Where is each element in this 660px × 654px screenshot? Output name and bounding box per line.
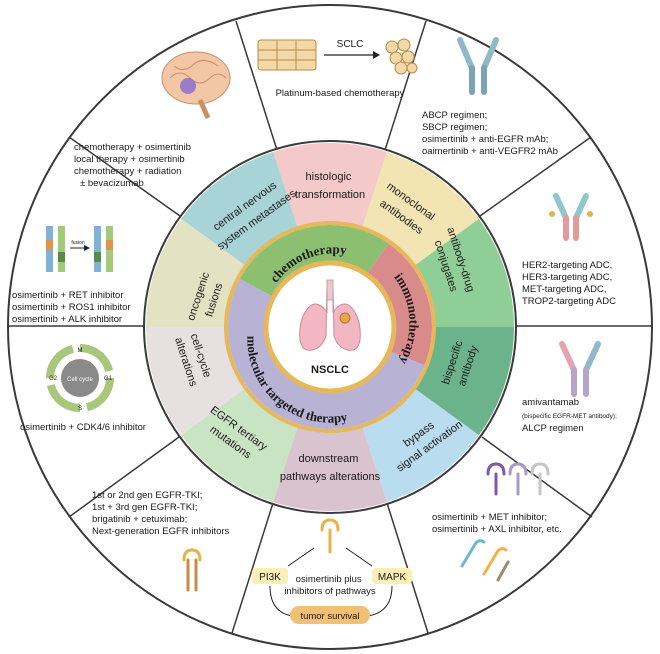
mechanism-ring-border: [143, 140, 517, 514]
section-cns: chemotherapy + osimertinib local therapy…: [74, 51, 231, 189]
arrow-to-pi3k: [287, 547, 315, 567]
cell-cycle-icon: Cell cycle M G1 S G2: [46, 344, 114, 412]
sclc-cells-icon: [385, 38, 418, 75]
downstream-middle: osimertinib plus inhibitors of pathways: [284, 574, 376, 597]
adc-text: HER2-targeting ADC, HER3-targeting ADC, …: [522, 260, 616, 307]
therapy-sector-molecular: [227, 279, 425, 430]
mech-sector-oncogenic: [146, 218, 246, 327]
mapk-box: [372, 568, 412, 584]
section-adc: HER2-targeting ADC, HER3-targeting ADC, …: [522, 193, 616, 307]
therapy-ring: [224, 221, 436, 433]
nsclc-cells-icon: [257, 39, 317, 71]
center-label: NSCLC: [311, 364, 349, 376]
tumor-survival-box: [290, 606, 370, 624]
mech-sector-cell-cycle: [146, 327, 246, 436]
center-gold-ring: [263, 260, 397, 394]
mech-sector-histologic: [273, 143, 387, 229]
cell-cycle-title: Cell cycle: [67, 377, 93, 383]
mech-sector-adc: [414, 218, 514, 327]
mech-sector-egfr-tertiary: [181, 388, 298, 502]
bispecific-main: amivantamab: [522, 397, 579, 408]
antibody-icon: [457, 37, 499, 95]
bispecific-last: ALCP regimen: [522, 423, 584, 434]
pi3k-box: [252, 568, 288, 584]
sclc-arrowhead: [373, 51, 380, 59]
bispecific-antibody-icon: [559, 341, 601, 397]
tumor-survival-label: tumor survival: [300, 611, 359, 622]
mechanism-ring: [146, 143, 514, 511]
chromosome-fusion-icon: fusion: [46, 226, 113, 272]
section-monoclonal: ABCP regimen; SBCP regimen; osimertinib …: [422, 37, 558, 157]
bispecific-sub: (bispecific EGFR-MET antibody);: [522, 413, 617, 420]
phase-g1: G1: [104, 376, 113, 382]
egfr-receptor-icon: [182, 548, 202, 592]
pi3k-label: PI3K: [259, 572, 281, 583]
adc-icon: [549, 193, 593, 241]
therapy-sector-chemotherapy: [239, 225, 389, 297]
center-disc: [272, 269, 388, 385]
receptor-icon: [320, 518, 340, 554]
section-sclc: SCLC Platinum-based chemotherapy: [257, 38, 418, 99]
therapy-sector-immunotherapy: [367, 243, 432, 366]
arrow-mapk-to-survival: [367, 585, 393, 617]
bypass-text: osimertinib + MET inhibitor; osimertinib…: [432, 512, 562, 535]
section-bypass: osimertinib + MET inhibitor; osimertinib…: [432, 462, 562, 582]
section-cell-cycle: Cell cycle M G1 S G2 osimertinib + CDK4/…: [20, 344, 146, 433]
sclc-label: SCLC: [337, 39, 364, 50]
monoclonal-text: ABCP regimen; SBCP regimen; osimertinib …: [422, 110, 558, 157]
mapk-label: MAPK: [378, 572, 407, 583]
section-bispecific: amivantamab (bispecific EGFR-MET antibod…: [522, 341, 617, 434]
mech-cell-cycle: cell-cycle alterations: [172, 331, 214, 388]
therapy-ring-border: [224, 221, 436, 433]
mech-sector-bispecific: [414, 327, 514, 436]
section-oncogenic: fusion osimertinib + RET inhibitor osime…: [12, 226, 133, 325]
mech-histologic: histologic transformation: [295, 171, 365, 201]
cell-cycle-text: osimertinib + CDK4/6 inhibitor: [20, 422, 146, 433]
mech-sector-bypass: [362, 388, 479, 502]
phase-s: S: [78, 406, 82, 412]
arrow-to-mapk: [345, 547, 373, 567]
arrow-pi3k-to-survival: [269, 585, 293, 617]
sclc-caption: Platinum-based chemotherapy: [276, 88, 405, 99]
mech-downstream: downstream pathways alterations: [280, 453, 381, 483]
section-downstream: PI3K MAPK osimertinib plus inhibitors of…: [252, 518, 412, 624]
mech-sector-monoclonal: [362, 152, 479, 266]
cns-text: chemotherapy + osimertinib local therapy…: [74, 142, 194, 189]
phase-m: M: [78, 348, 83, 354]
mech-sector-cns: [181, 152, 298, 266]
lung-icon: [299, 279, 361, 351]
brain-icon: [161, 51, 231, 120]
phase-g2: G2: [49, 376, 58, 382]
fusion-label: fusion: [71, 240, 85, 246]
oncogenic-text: osimertinib + RET inhibitor osimertinib …: [12, 290, 133, 325]
receptor-icons: [460, 462, 550, 582]
egfr-text: 1st or 2nd gen EGFR-TKI; 1st + 3rd gen E…: [92, 490, 230, 537]
mech-sector-downstream: [273, 425, 387, 511]
section-egfr-tertiary: 1st or 2nd gen EGFR-TKI; 1st + 3rd gen E…: [92, 490, 230, 592]
